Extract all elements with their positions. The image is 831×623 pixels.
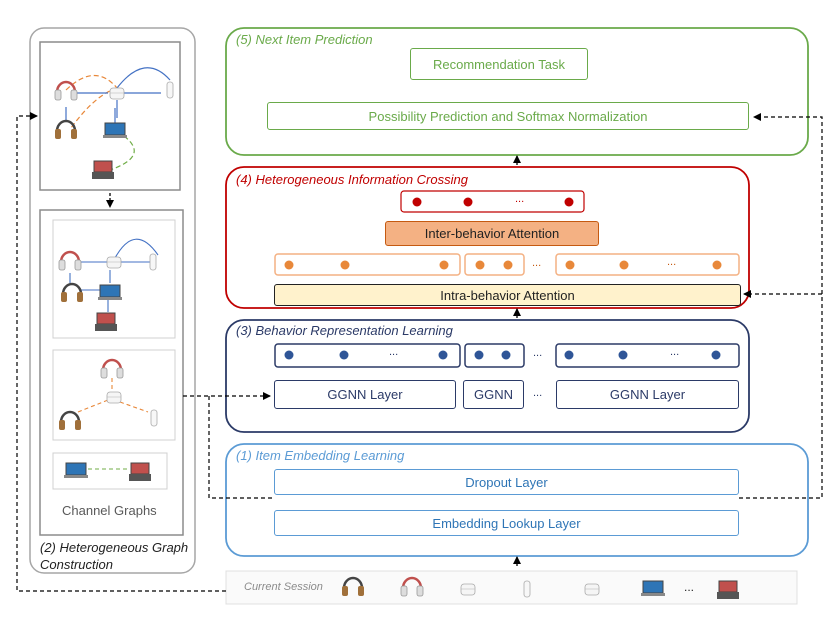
possibility-prediction-box: Possibility Prediction and Softmax Norma… (267, 102, 749, 130)
navy-row-right (555, 343, 740, 368)
current-session-bar (225, 570, 798, 605)
orange-row-middle (464, 253, 525, 276)
dashed-connectors (16, 112, 823, 592)
ggnn-layer-right-box: GGNN Layer (556, 380, 739, 409)
earbuds-icon (109, 87, 125, 100)
laptop-icon (63, 462, 89, 479)
ellipsis-orange-right: ... (667, 256, 677, 268)
ellipsis-navy-mid: ... (533, 347, 543, 359)
ggnn-middle-box: GGNN (463, 380, 524, 409)
macbook-icon (128, 462, 152, 482)
information-crossing-title: (4) Heterogeneous Information Crossing (236, 172, 468, 187)
airpod-icon (523, 580, 531, 598)
ellipsis-orange-mid: ... (532, 257, 542, 269)
ellipsis-navy-right: ... (670, 346, 680, 358)
earbuds-icon (460, 583, 476, 596)
ellipsis-navy-left: ... (389, 346, 399, 358)
laptop-icon (640, 580, 666, 597)
crossing-output-row (400, 190, 585, 213)
orange-dots (284, 260, 722, 270)
macbook-icon (94, 312, 118, 332)
ellipsis-red: ... (515, 193, 525, 205)
channel-graph-1-content (57, 238, 159, 332)
graph-construction-title: (2) Heterogeneous Graph Construction (40, 540, 189, 572)
inter-behavior-attention-box: Inter-behavior Attention (385, 221, 599, 246)
airpod-icon (166, 81, 174, 99)
orange-row-right (555, 253, 740, 276)
current-session-label: Current Session (244, 581, 323, 593)
laptop-icon (102, 122, 128, 139)
item-embedding-title: (1) Item Embedding Learning (236, 448, 405, 463)
laptop-icon (97, 284, 123, 301)
navy-row-left (274, 343, 461, 368)
earbuds-icon (106, 256, 122, 269)
airpod-icon (149, 253, 157, 271)
orange-row-left (274, 253, 461, 276)
airpod-icon (150, 409, 158, 427)
ellipsis-ggnn: ... (533, 387, 543, 399)
navy-dots (284, 350, 721, 360)
earbuds-icon (106, 391, 122, 404)
crossing-output-dots (412, 197, 574, 207)
embedding-lookup-layer-box: Embedding Lookup Layer (274, 510, 739, 536)
channel-graphs-label: Channel Graphs (62, 503, 157, 518)
behavior-representation-title: (3) Behavior Representation Learning (236, 323, 453, 338)
channel-graph-3-content (63, 462, 152, 482)
earbuds-icon (584, 583, 600, 596)
recommendation-task-box: Recommendation Task (410, 48, 588, 80)
next-item-prediction-title: (5) Next Item Prediction (236, 32, 373, 47)
navy-row-middle (464, 343, 525, 368)
stage-arrows (106, 155, 521, 566)
intra-behavior-attention-box: Intra-behavior Attention (274, 284, 741, 306)
ellipsis-session: ... (684, 580, 695, 594)
session-graph (53, 67, 174, 180)
macbook-icon (716, 580, 740, 600)
macbook-icon (91, 160, 115, 180)
channel-graph-2-content (57, 358, 158, 432)
ggnn-layer-left-box: GGNN Layer (274, 380, 456, 409)
dropout-layer-box: Dropout Layer (274, 469, 739, 495)
